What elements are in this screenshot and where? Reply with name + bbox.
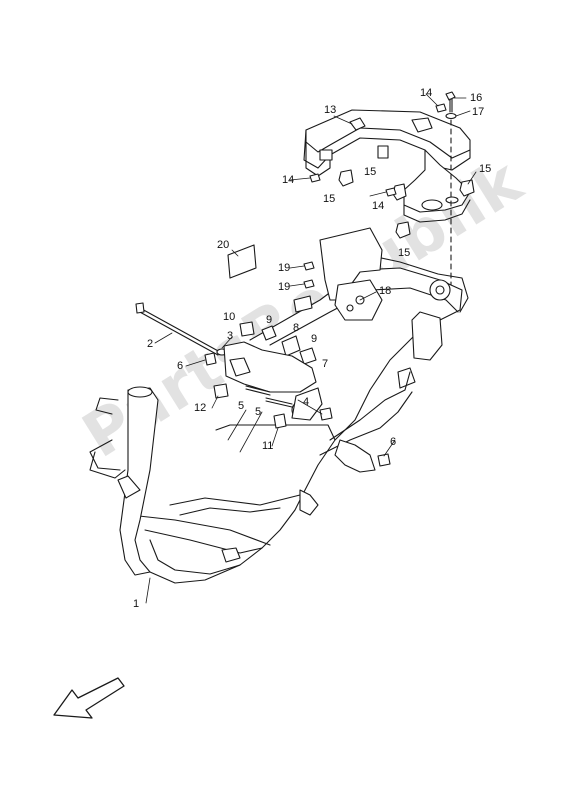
part-number-label: 20 [217, 239, 230, 251]
washer-part-17 [445, 112, 457, 120]
part-number-label: 11 [262, 440, 274, 452]
part-number-label: 5 [238, 400, 245, 412]
part-number-label: 1 [133, 598, 140, 610]
part-number-label: 6 [390, 436, 397, 448]
part-number-label: 19 [278, 262, 291, 274]
part-number-label: 15 [479, 163, 492, 175]
part-number-label: 2 [147, 338, 154, 350]
part-number-label: 3 [227, 330, 234, 342]
part-number-label: 15 [323, 193, 336, 205]
nut-part-14 [309, 103, 447, 197]
part-number-label: 15 [364, 166, 377, 178]
leader-lines [145, 93, 477, 604]
part-number-label: 18 [379, 285, 392, 297]
part-number-label: 13 [324, 104, 337, 116]
part-number-label: 4 [303, 396, 310, 408]
part-number-label: 8 [293, 322, 300, 334]
main-frame-part-1 [89, 227, 469, 584]
part-number-label: 9 [266, 314, 273, 326]
part-number-label: 7 [322, 358, 329, 370]
part-number-label: 9 [311, 333, 318, 345]
part-number-label: 6 [177, 360, 184, 372]
part-number-label: 17 [472, 106, 485, 118]
part-number-label: 14 [420, 87, 433, 99]
rubber-mount-part-15 [338, 169, 475, 239]
part-number-label: 15 [398, 247, 411, 259]
bolt-part-16 [445, 91, 456, 113]
part-number-label: 19 [278, 281, 291, 293]
part-number-label: 12 [194, 402, 207, 414]
part-number-label: 14 [282, 174, 295, 186]
rear-bracket-part-13 [303, 109, 471, 223]
part-number-label: 14 [372, 200, 385, 212]
part-number-label: 5 [255, 406, 262, 418]
front-arrow-icon [53, 677, 125, 719]
part-number-label: 10 [223, 311, 236, 323]
engine-hanger-parts [135, 261, 391, 467]
part-number-label: 16 [470, 92, 483, 104]
